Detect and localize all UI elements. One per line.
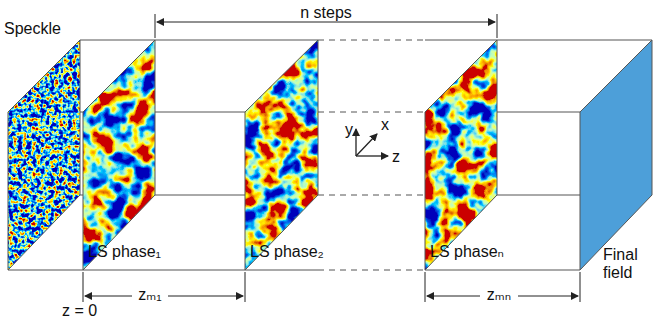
axis-label: x [381, 116, 389, 134]
panel-label: Speckle [4, 20, 61, 38]
dimension-label: zₘₙ [487, 286, 511, 304]
screen-label: LS phase₂ [250, 243, 324, 261]
panel-edge [245, 40, 318, 270]
volume-box [8, 40, 652, 270]
axis-label: z [392, 148, 400, 166]
panel-label: Final field [603, 246, 649, 283]
panel-edge [8, 40, 80, 270]
position-label: z = 0 [62, 302, 97, 320]
axis-label: y [345, 121, 353, 139]
speckle-panel [8, 40, 80, 270]
panel-edge [83, 40, 155, 270]
dimension-lines [83, 14, 580, 302]
dimension-label: n steps [300, 4, 352, 22]
screen-label: LS phase₁ [88, 243, 161, 261]
panel-edge [425, 40, 497, 270]
phase-screen [425, 40, 497, 270]
phase-screen [245, 40, 318, 270]
phase-screen [83, 40, 155, 270]
screen-label: LS phaseₙ [430, 243, 504, 261]
final-field-panel [580, 40, 652, 270]
dimension-label: zₘ₁ [138, 286, 161, 304]
axes [356, 129, 388, 156]
